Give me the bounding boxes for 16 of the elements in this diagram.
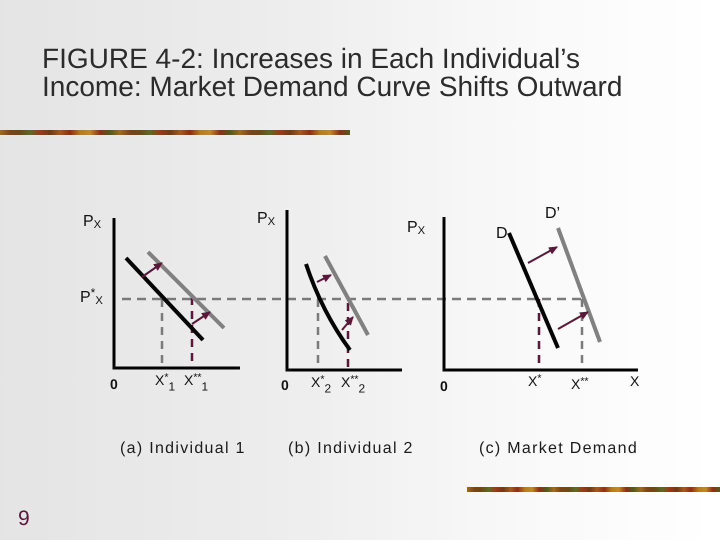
- axis-label: P$_{X}$: [83, 214, 102, 230]
- axis-label: P$_{X}$: [257, 211, 276, 227]
- page-number: 9: [18, 508, 30, 529]
- quantity-label: X$^{**}$: [571, 377, 589, 391]
- quantity-label: X$^{*}$: [528, 374, 542, 388]
- origin-label: 0: [440, 379, 448, 393]
- panel-caption: (c) Market Demand: [479, 441, 638, 457]
- curve-label: D: [496, 226, 508, 242]
- figure-title: FIGURE 4-2: Increases in Each Individual’s Income: Market Demand Curve Shifts Outward: [42, 45, 624, 101]
- axis-label: X: [630, 374, 640, 388]
- origin-label: 0: [281, 378, 289, 392]
- curve-label: D’: [545, 206, 560, 222]
- panel-caption: (b) Individual 2: [288, 441, 414, 457]
- panel-caption: (a) Individual 1: [120, 441, 246, 457]
- axis-label: P$_{X}$: [407, 220, 426, 236]
- origin-label: 0: [110, 377, 118, 391]
